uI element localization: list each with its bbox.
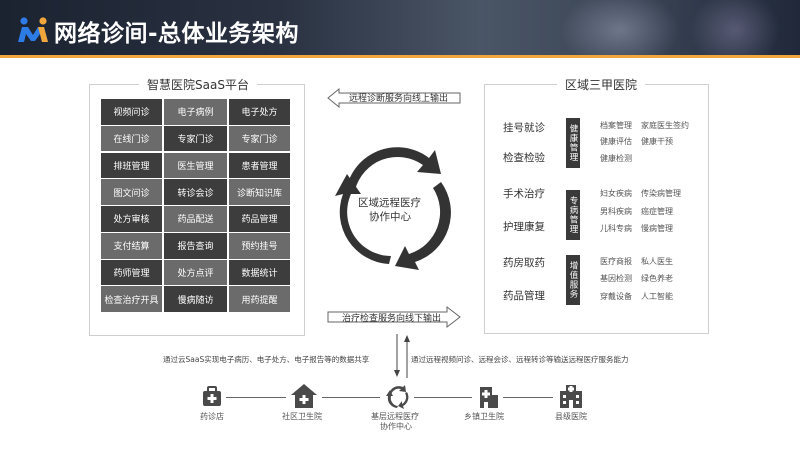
saas-function-cell: 诊断知识库: [229, 179, 290, 205]
service-item: 健康干预: [641, 137, 673, 146]
saas-function-cell: 药师管理: [101, 259, 162, 286]
saas-function-cell: 报告查询: [164, 232, 227, 259]
service-item: 穿戴设备: [600, 292, 632, 301]
county-hospital-label: 县级医院: [555, 412, 587, 421]
saas-function-cell: 支付结算: [101, 232, 162, 259]
regional-center-line1: 区域远程医疗: [358, 197, 421, 209]
saas-function-cell: 转诊会诊: [164, 179, 227, 205]
service-item: 私人医生: [641, 257, 673, 266]
service-item: 绿色养老: [641, 274, 673, 283]
saas-function-grid: 视频问诊电子病例电子处方在线门诊专家门诊专家门诊排班管理医生管理患者管理图文问诊…: [101, 99, 291, 313]
service-label: 挂号就诊: [503, 122, 545, 134]
service-item: 基因检测: [600, 274, 632, 283]
township-hospital-icon: [480, 387, 498, 408]
service-item: 传染病管理: [641, 189, 681, 198]
saas-function-cell: 电子处方: [229, 99, 290, 125]
saas-function-cell: 排班管理: [101, 152, 162, 179]
collaboration-center-label: 基层远程医疗: [371, 412, 419, 421]
service-item: 医疗商报: [600, 257, 632, 266]
remote-service-note: 通过远程视频问诊、远程会诊、远程转诊等输送远程医疗服务能力: [411, 355, 629, 364]
saas-platform-title: 智慧医院SaaS平台: [139, 76, 257, 93]
service-item: 人工智能: [641, 292, 673, 301]
service-label: 检查检验: [503, 152, 545, 164]
saas-function-cell: 图文问诊: [101, 179, 162, 205]
service-label: 护理康复: [503, 221, 545, 233]
online-output-label: 远程诊断服务向线上输出: [349, 94, 449, 104]
service-item: 家庭医生签约: [641, 121, 689, 130]
community-clinic-icon: [291, 384, 317, 408]
header-banner: 网络诊间-总体业务架构: [0, 0, 800, 58]
service-item: 癌症管理: [641, 207, 673, 216]
saas-function-cell: 药品配送: [164, 206, 227, 232]
page-title: 网络诊间-总体业务架构: [54, 21, 300, 47]
collaboration-center-label2: 协作中心: [380, 422, 412, 431]
collaboration-center-icon: [386, 385, 409, 409]
saas-function-cell: 视频问诊: [101, 99, 162, 125]
cycle-arrows-icon: [335, 147, 451, 270]
service-label: 手术治疗: [503, 188, 545, 200]
service-item: 慢病管理: [641, 224, 673, 233]
saas-function-cell: 在线门诊: [101, 125, 162, 152]
saas-function-cell: 检查治疗开具: [101, 286, 162, 313]
header-accent-line: [0, 55, 800, 58]
saas-function-cell: 预约挂号: [229, 232, 290, 259]
service-label: 药品管理: [503, 290, 545, 302]
data-sharing-note: 通过云SaaS实现电子病历、电子处方、电子报告等的数据共享: [163, 355, 370, 364]
saas-function-cell: 处方点评: [164, 259, 227, 286]
service-item: 男科疾病: [600, 207, 632, 216]
saas-function-cell: 慢病随访: [164, 286, 227, 313]
saas-function-cell: 医生管理: [164, 152, 227, 179]
saas-function-cell: 处方审核: [101, 206, 162, 232]
saas-function-cell: 数据统计: [229, 259, 290, 286]
brand-logo-icon: [18, 17, 48, 42]
tertiary-hospital-panel: [484, 84, 709, 334]
saas-function-cell: 专家门诊: [164, 125, 227, 152]
saas-function-cell: 电子病例: [164, 99, 227, 125]
service-item: 健康评估: [600, 137, 632, 146]
offline-output-label: 治疗检查服务向线下输出: [342, 314, 442, 324]
pharmacy-label: 药诊店: [200, 412, 224, 421]
saas-function-cell: 患者管理: [229, 152, 290, 179]
service-label: 药房取药: [503, 257, 545, 269]
header-glow: [690, 0, 780, 58]
saas-function-cell: 用药提醒: [229, 286, 290, 313]
network-connector-line: [503, 397, 553, 398]
data-flow-arrows: [394, 334, 410, 378]
county-hospital-icon: [560, 385, 582, 408]
network-connector-line: [322, 397, 380, 398]
health-management-tag: 健康管理: [566, 118, 580, 168]
community-clinic-label: 社区卫生院: [282, 412, 322, 421]
saas-function-cell: 专家门诊: [229, 125, 290, 152]
specialty-disease-tag: 专病管理: [566, 190, 580, 240]
header-glow: [560, 0, 680, 58]
township-hospital-label: 乡镇卫生院: [464, 412, 504, 421]
network-connector-line: [226, 397, 286, 398]
offline-output-arrow: [327, 306, 461, 328]
tertiary-hospital-title: 区域三甲医院: [557, 76, 646, 93]
service-item: 健康检测: [600, 154, 632, 163]
saas-function-cell: 药品管理: [229, 206, 290, 232]
value-added-service-tag: 增值服务: [566, 255, 580, 305]
service-item: 妇女疾病: [600, 189, 632, 198]
service-item: 档案管理: [600, 121, 632, 130]
service-item: 儿科专病: [600, 224, 632, 233]
regional-center-line2: 协作中心: [369, 211, 411, 223]
pharmacy-icon: [203, 386, 221, 406]
network-connector-line: [414, 397, 472, 398]
online-output-arrow: [327, 88, 461, 108]
